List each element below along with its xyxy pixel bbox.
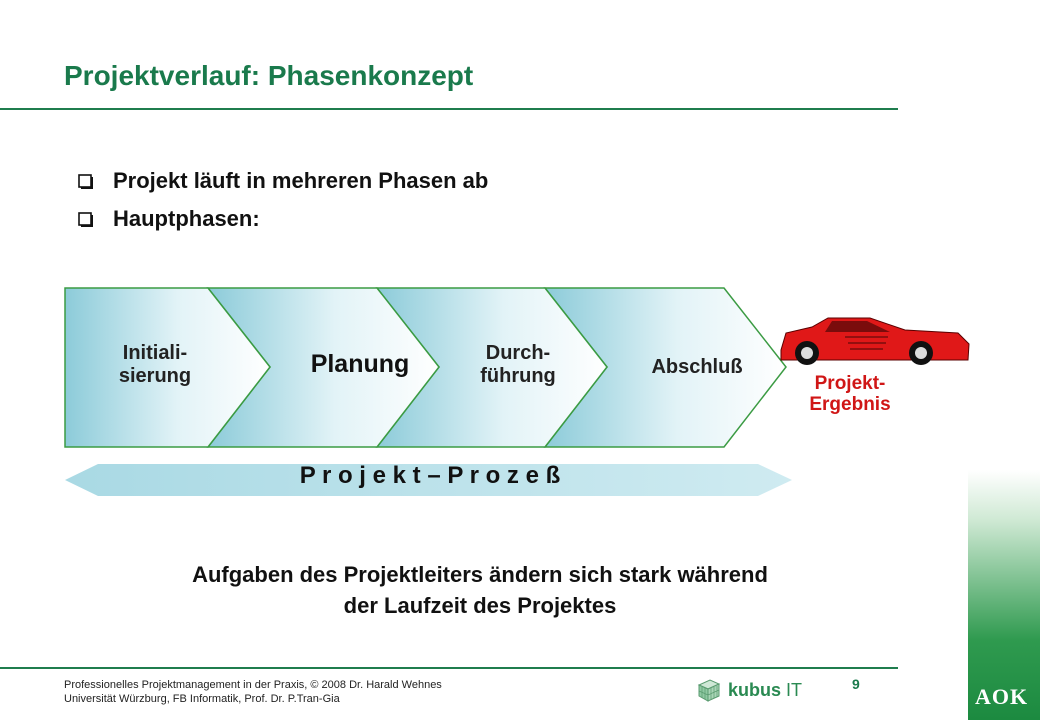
page-number: 9	[852, 676, 860, 692]
kubus-logo-suffix: IT	[786, 679, 803, 700]
phase-label-abschluss: Abschluß	[622, 356, 772, 379]
statement-line: Aufgaben des Projektleiters ändern sich …	[192, 562, 768, 587]
slide-title: Projektverlauf: Phasenkonzept	[64, 60, 474, 91]
key-statement: Aufgaben des Projektleiters ändern sich …	[110, 560, 850, 622]
bullet-item: Hauptphasen:	[78, 206, 488, 232]
statement-line: der Laufzeit des Projektes	[343, 592, 617, 618]
result-label-line: Projekt-	[814, 373, 886, 394]
footer-line: Professionelles Projektmanagement in der…	[64, 679, 442, 691]
title-divider	[0, 108, 898, 110]
footer-text: Professionelles Projektmanagement in der…	[64, 678, 442, 707]
bullet-text: Projekt läuft in mehreren Phasen ab	[113, 168, 489, 193]
checkbox-bullet-icon	[78, 173, 93, 189]
result-label-line: Ergebnis	[809, 393, 891, 415]
aok-logo: AOK	[975, 684, 1029, 709]
green-side-band	[968, 0, 1040, 720]
phase-label-line: Durch-	[485, 342, 551, 364]
footer-line: Universität Würzburg, FB Informatik, Pro…	[64, 693, 340, 706]
phase-label-line: Initiali-	[122, 342, 188, 364]
kubus-cube-icon	[697, 679, 721, 702]
phase-chevron-initialisierung	[64, 287, 271, 448]
red-sports-car-icon	[780, 317, 970, 365]
phase-label-line: sierung	[118, 365, 192, 387]
kubus-logo-text: kubus	[728, 679, 782, 700]
bullet-list: Projekt läuft in mehreren Phasen ab Haup…	[78, 168, 488, 244]
phase-label-line: Planung	[310, 350, 410, 378]
checkbox-bullet-icon	[78, 211, 93, 227]
kubus-logo: kubus IT	[696, 677, 802, 703]
phase-label-line: führung	[480, 365, 556, 387]
process-double-arrow	[65, 464, 792, 496]
phase-label-line: Abschluß	[651, 356, 743, 378]
bullet-text: Hauptphasen:	[113, 206, 260, 231]
process-arrow-label: P r o j e k t – P r o z e ß	[299, 462, 561, 489]
bullet-item: Projekt läuft in mehreren Phasen ab	[78, 168, 488, 194]
phase-label-durchfuehrung: Durch- führung	[458, 342, 578, 388]
footer-divider	[0, 667, 898, 669]
phase-label-planung: Planung	[285, 350, 435, 379]
project-result-label: Projekt- Ergebnis	[795, 373, 905, 416]
phase-label-initialisierung: Initiali- sierung	[95, 342, 215, 388]
